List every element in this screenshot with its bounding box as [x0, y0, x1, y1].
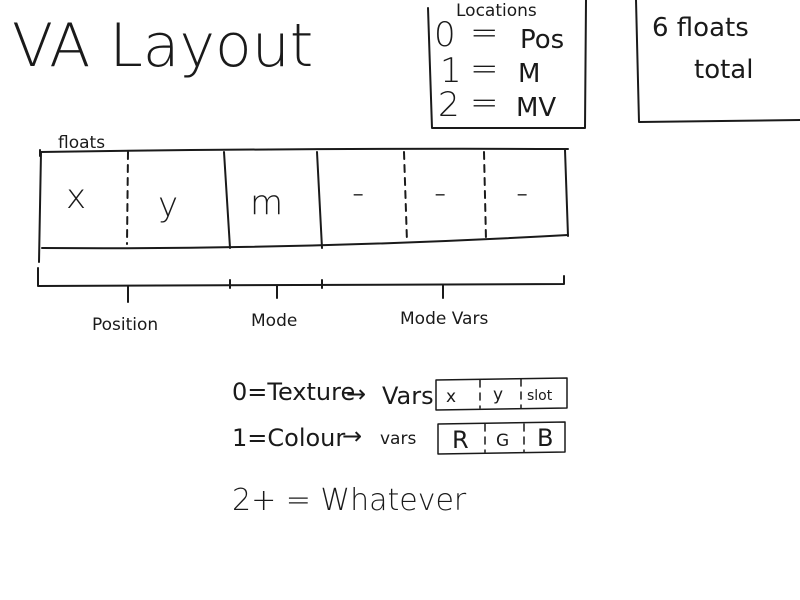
mode-row-texture: 0=Texture → Vars x y slot [232, 377, 568, 411]
floats-total-border [635, 0, 800, 123]
location-row-0: 0 = Pos [434, 13, 564, 55]
mode-colour-vars-label: vars [380, 429, 416, 449]
group-label-mode: Mode [251, 311, 297, 331]
cell-mode-var-1: - [352, 173, 364, 213]
mode-whatever: 2+ = Whatever [232, 483, 467, 518]
cell-y: y [158, 185, 178, 225]
locations-box-border [427, 0, 587, 129]
cell-mode-var-3: - [516, 173, 528, 213]
location-index: 1 [440, 51, 462, 91]
floats-label: floats [58, 133, 105, 153]
floats-total-box: 6 floats total [635, 0, 800, 123]
mode-texture-vars-label: Vars [382, 382, 434, 410]
texture-var-slot: slot [527, 388, 553, 404]
location-name: M [518, 59, 540, 89]
locations-heading: Locations [456, 1, 537, 21]
cell-m: m [250, 183, 283, 223]
strip-right-edge [564, 149, 569, 237]
strip-top-edge [39, 147, 569, 153]
colour-vars-box [437, 421, 566, 455]
divider-dashed [403, 151, 408, 243]
location-name: MV [516, 93, 556, 123]
location-eq: = [470, 49, 499, 89]
bracket-line [37, 267, 565, 287]
divider-dashed [483, 151, 487, 241]
location-index: 0 [434, 15, 456, 55]
colour-var-g: G [496, 431, 509, 451]
mode-colour-lhs: 1=Colour [232, 424, 345, 452]
strip-left-edge [38, 151, 42, 263]
location-index: 2 [438, 85, 460, 125]
location-row-2: 2 = MV [438, 83, 556, 125]
layout-strip: floats x y m - - - [38, 133, 569, 263]
colour-var-r: R [452, 426, 469, 454]
mode-texture-arrow: → [346, 380, 366, 408]
diagram-title: VA Layout [12, 11, 313, 81]
texture-vars-box [435, 377, 568, 411]
divider-dashed [126, 151, 129, 245]
cell-mode-var-2: - [434, 173, 446, 213]
texture-var-x: x [446, 387, 456, 407]
location-eq: = [470, 13, 499, 53]
floats-total-line2: total [694, 55, 753, 85]
locations-box: Locations 0 = Pos 1 = M 2 = MV [427, 0, 587, 129]
strip-bottom-edge [41, 234, 569, 250]
group-bracket: Position Mode Mode Vars [37, 267, 565, 335]
location-name: Pos [520, 25, 564, 55]
cell-x: x [66, 177, 86, 217]
location-row-1: 1 = M [440, 49, 540, 91]
mode-row-colour: 1=Colour → vars R G B [232, 421, 566, 455]
group-label-position: Position [92, 315, 158, 335]
mode-texture-lhs: 0=Texture [232, 378, 355, 406]
location-eq: = [470, 83, 499, 123]
colour-var-b: B [537, 424, 553, 452]
divider-solid [316, 151, 323, 249]
texture-var-y: y [493, 385, 503, 405]
mode-colour-arrow: → [342, 422, 362, 450]
divider-solid [223, 151, 231, 249]
group-label-mode-vars: Mode Vars [400, 309, 488, 329]
floats-total-line1: 6 floats [652, 13, 749, 43]
